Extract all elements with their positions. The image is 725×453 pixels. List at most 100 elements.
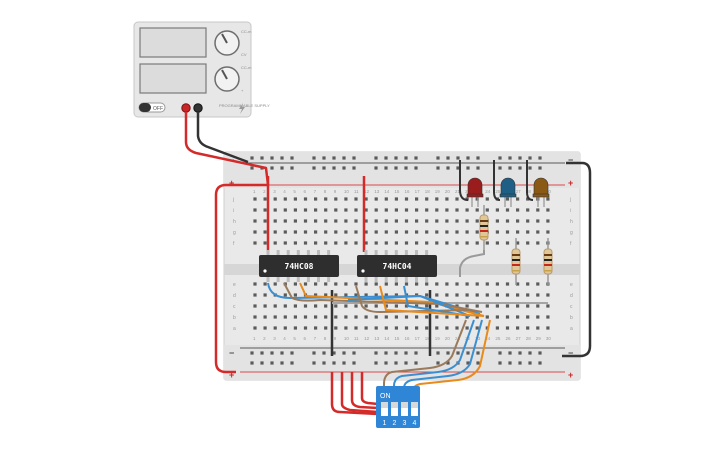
breadboard-hole[interactable]	[344, 315, 348, 319]
breadboard-hole[interactable]	[526, 293, 530, 297]
breadboard-hole[interactable]	[354, 326, 358, 330]
breadboard-hole[interactable]	[293, 293, 297, 297]
breadboard-hole[interactable]	[435, 326, 439, 330]
resistor[interactable]	[479, 205, 489, 250]
breadboard-hole[interactable]	[293, 304, 297, 308]
breadboard-hole[interactable]	[263, 326, 267, 330]
rail-hole[interactable]	[394, 361, 398, 365]
breadboard-hole[interactable]	[475, 208, 479, 212]
rail-hole[interactable]	[436, 361, 440, 365]
rail-hole[interactable]	[332, 156, 336, 160]
breadboard-hole[interactable]	[415, 304, 419, 308]
breadboard-hole[interactable]	[526, 230, 530, 234]
rail-hole[interactable]	[352, 166, 356, 170]
breadboard-hole[interactable]	[374, 304, 378, 308]
rail-hole[interactable]	[280, 351, 284, 355]
breadboard-hole[interactable]	[455, 230, 459, 234]
breadboard-hole[interactable]	[374, 208, 378, 212]
breadboard-hole[interactable]	[344, 219, 348, 223]
breadboard-hole[interactable]	[516, 197, 520, 201]
breadboard-hole[interactable]	[394, 230, 398, 234]
breadboard-hole[interactable]	[425, 282, 429, 286]
breadboard-hole[interactable]	[394, 293, 398, 297]
leds[interactable]	[466, 177, 550, 207]
wire-brown[interactable]	[383, 319, 467, 392]
breadboard-hole[interactable]	[445, 219, 449, 223]
breadboard-hole[interactable]	[516, 304, 520, 308]
breadboard-hole[interactable]	[404, 326, 409, 330]
negative-terminal[interactable]	[193, 103, 203, 113]
breadboard-hole[interactable]	[253, 197, 257, 201]
breadboard-hole[interactable]	[505, 219, 510, 223]
breadboard-hole[interactable]	[253, 315, 257, 319]
dip-toggle[interactable]	[381, 402, 388, 416]
wire-red[interactable]	[330, 372, 379, 416]
breadboard-hole[interactable]	[374, 219, 378, 223]
led-blue[interactable]	[499, 177, 517, 207]
breadboard-hole[interactable]	[334, 219, 338, 223]
breadboard-hole[interactable]	[485, 282, 489, 286]
rail-hole[interactable]	[498, 156, 502, 160]
breadboard-hole[interactable]	[404, 219, 409, 223]
breadboard-hole[interactable]	[404, 208, 409, 212]
breadboard-hole[interactable]	[404, 304, 409, 308]
breadboard-hole[interactable]	[465, 315, 469, 319]
breadboard-hole[interactable]	[425, 293, 429, 297]
rail-hole[interactable]	[456, 351, 460, 355]
breadboard-hole[interactable]	[273, 241, 277, 245]
breadboard-hole[interactable]	[404, 197, 409, 201]
breadboard-hole[interactable]	[485, 241, 489, 245]
breadboard-hole[interactable]	[475, 282, 479, 286]
breadboard-hole[interactable]	[445, 208, 449, 212]
breadboard-hole[interactable]	[314, 282, 318, 286]
breadboard-hole[interactable]	[526, 326, 530, 330]
breadboard-hole[interactable]	[374, 315, 378, 319]
breadboard-hole[interactable]	[293, 241, 297, 245]
chip-pin[interactable]	[384, 276, 388, 282]
breadboard-hole[interactable]	[374, 241, 378, 245]
rail-hole[interactable]	[446, 156, 450, 160]
breadboard-hole[interactable]	[334, 241, 338, 245]
breadboard-hole[interactable]	[526, 219, 530, 223]
breadboard-hole[interactable]	[283, 219, 287, 223]
breadboard-hole[interactable]	[283, 315, 287, 319]
breadboard-hole[interactable]	[324, 304, 328, 308]
breadboard-hole[interactable]	[425, 304, 429, 308]
breadboard-hole[interactable]	[394, 241, 398, 245]
rail-hole[interactable]	[456, 156, 460, 160]
rail-hole[interactable]	[414, 156, 418, 160]
breadboard-hole[interactable]	[293, 208, 297, 212]
breadboard-hole[interactable]	[536, 208, 540, 212]
breadboard-hole[interactable]	[263, 208, 267, 212]
breadboard-hole[interactable]	[425, 315, 429, 319]
breadboard-hole[interactable]	[425, 230, 429, 234]
breadboard-hole[interactable]	[344, 241, 348, 245]
rail-hole[interactable]	[312, 156, 316, 160]
current-knob[interactable]	[214, 66, 240, 92]
rail-hole[interactable]	[290, 361, 294, 365]
breadboard-hole[interactable]	[455, 304, 459, 308]
breadboard-hole[interactable]	[384, 197, 388, 201]
wire-black[interactable]	[493, 160, 501, 201]
breadboard-hole[interactable]	[384, 208, 388, 212]
breadboard-hole[interactable]	[516, 293, 520, 297]
rail-hole[interactable]	[446, 351, 450, 355]
breadboard-hole[interactable]	[415, 208, 419, 212]
rail-hole[interactable]	[332, 351, 336, 355]
breadboard-hole[interactable]	[445, 293, 449, 297]
rail-hole[interactable]	[384, 156, 388, 160]
breadboard-hole[interactable]	[415, 315, 419, 319]
breadboard-hole[interactable]	[334, 326, 338, 330]
breadboard-hole[interactable]	[465, 219, 469, 223]
breadboard-hole[interactable]	[374, 326, 378, 330]
breadboard-hole[interactable]	[435, 219, 439, 223]
breadboard-hole[interactable]	[536, 293, 540, 297]
power-switch[interactable]: OFF	[138, 102, 166, 113]
rail-hole[interactable]	[466, 156, 470, 160]
breadboard-hole[interactable]	[273, 282, 277, 286]
chip-pin[interactable]	[327, 276, 331, 282]
breadboard-hole[interactable]	[253, 219, 257, 223]
breadboard-hole[interactable]	[253, 326, 257, 330]
resistor[interactable]	[511, 238, 521, 285]
breadboard-hole[interactable]	[465, 230, 469, 234]
